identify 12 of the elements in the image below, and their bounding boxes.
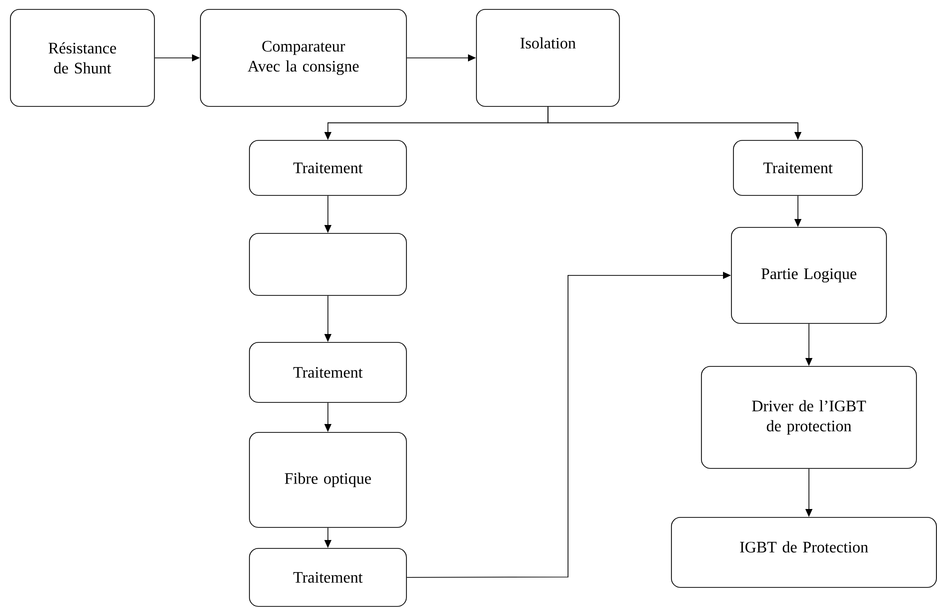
process-box: Résistance de Shunt [10,9,155,107]
process-box: Partie Logique [731,227,887,324]
process-box: IGBT de Protection [671,517,937,588]
process-box [249,233,407,296]
process-box: Traitement [733,140,863,196]
process-box: Comparateur Avec la consigne [200,9,407,107]
process-box: Fibre optique [249,432,407,528]
process-box: Isolation [476,9,620,107]
process-box: Driver de l’IGBT de protection [701,366,917,469]
process-box: Traitement [249,342,407,403]
process-box: Traitement [249,548,407,607]
process-box: Traitement [249,140,407,196]
